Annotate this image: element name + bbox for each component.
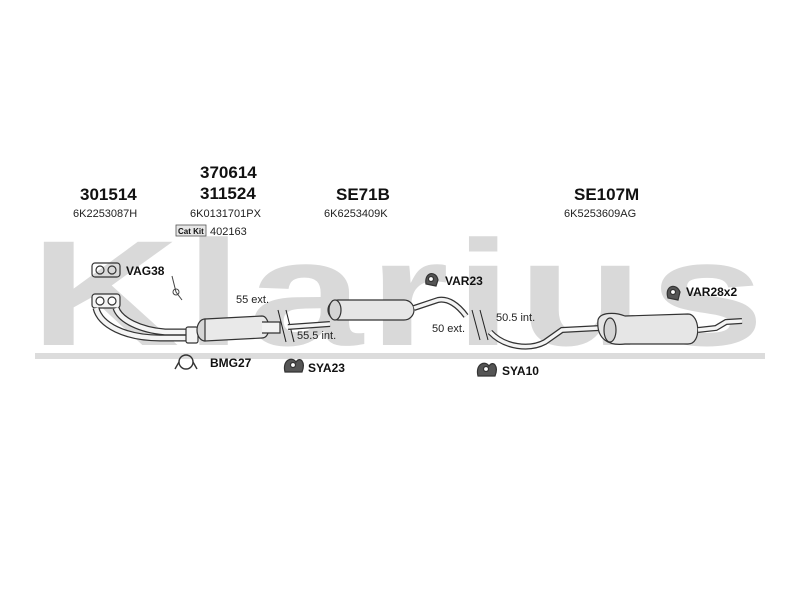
part-code-cat: 311524 xyxy=(200,184,256,203)
accessory-label-sya10: SYA10 xyxy=(502,364,539,378)
clamp-icon xyxy=(174,354,198,370)
part-oem-front: 6K2253087H xyxy=(73,208,137,220)
watermark-bar xyxy=(35,353,765,359)
part-oem-cat: 6K0131701PX xyxy=(190,208,262,220)
dimension-int-55-5: 55.5 int. xyxy=(297,330,336,342)
cat-kit-label: Cat Kit xyxy=(178,227,204,236)
middle-silencer xyxy=(327,299,415,321)
rear-silencer xyxy=(597,312,699,345)
part-code-rear: SE107M xyxy=(574,185,639,204)
part-code-front: 301514 xyxy=(80,185,137,204)
gasket-icon xyxy=(91,262,121,278)
part-oem-middle: 6K6253409K xyxy=(324,208,388,220)
accessory-label-vag38: VAG38 xyxy=(126,264,165,278)
hanger-icon xyxy=(425,273,439,287)
part-code-middle: SE71B xyxy=(336,185,390,204)
front-pipe xyxy=(91,293,199,344)
cat-kit-box xyxy=(175,224,207,237)
rubber-mount-icon-2 xyxy=(476,362,497,377)
watermark-text: Klarius xyxy=(30,209,770,377)
accessory-label-bmg27: BMG27 xyxy=(210,356,252,370)
part-code-cat-alt: 370614 xyxy=(200,163,257,182)
accessory-label-var28: VAR28x2 xyxy=(686,285,737,299)
accessory-label-var23: VAR23 xyxy=(445,274,483,288)
dimension-ext-55: 55 ext. xyxy=(236,294,269,306)
accessory-label-sya23: SYA23 xyxy=(308,361,345,375)
joint-marker-right xyxy=(471,309,489,341)
dimension-int-50-5: 50.5 int. xyxy=(496,312,535,324)
part-oem-rear: 6K5253609AG xyxy=(564,208,636,220)
dimension-ext-50: 50 ext. xyxy=(432,323,465,335)
sensor-icon xyxy=(171,275,183,301)
hanger-icon-2 xyxy=(666,285,681,301)
rubber-mount-icon xyxy=(283,358,304,373)
catalytic-converter xyxy=(196,315,281,342)
cat-kit-code: 402163 xyxy=(210,226,247,238)
